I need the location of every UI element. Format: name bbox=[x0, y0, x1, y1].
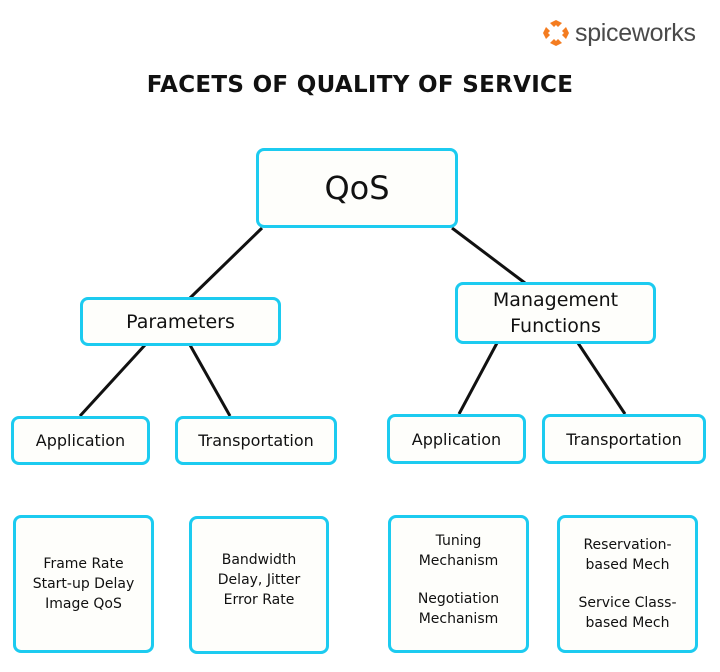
node-parameters-label: Parameters bbox=[126, 310, 235, 333]
brand-name: spiceworks bbox=[575, 18, 696, 47]
node-management-functions: Management Functions bbox=[455, 282, 656, 344]
node-parameters: Parameters bbox=[80, 297, 281, 346]
node-management-application-label: Application bbox=[411, 429, 502, 449]
spiceworks-logo-icon bbox=[543, 20, 569, 46]
connector-qos-management bbox=[451, 226, 526, 285]
detail-parameters-application: Frame Rate Start-up Delay Image QoS bbox=[13, 515, 154, 653]
detail-management-application: Tuning Mechanism Negotiation Mechanism bbox=[388, 515, 529, 653]
detail-management-transportation: Reservation- based Mech Service Class- b… bbox=[557, 515, 698, 653]
node-management-line-2: Functions bbox=[510, 315, 601, 337]
node-parameters-application: Application bbox=[11, 416, 150, 465]
detail-item: Negotiation bbox=[417, 591, 500, 607]
detail-item: Delay, Jitter bbox=[217, 572, 301, 588]
node-management-transportation: Transportation bbox=[542, 414, 706, 464]
node-parameters-application-label: Application bbox=[35, 431, 126, 450]
detail-item: Reservation- bbox=[583, 537, 672, 553]
detail-item: based Mech bbox=[585, 557, 670, 573]
node-parameters-transportation: Transportation bbox=[175, 416, 337, 465]
node-management-application: Application bbox=[387, 414, 526, 464]
connector-qos-parameters bbox=[188, 226, 264, 300]
detail-item: Error Rate bbox=[223, 592, 295, 608]
spiceworks-logo: spiceworks bbox=[541, 14, 696, 52]
node-management-line-1: Management bbox=[492, 289, 619, 311]
detail-item: Mechanism bbox=[418, 611, 499, 627]
node-management-transportation-label: Transportation bbox=[566, 429, 682, 449]
detail-item: Service Class- bbox=[578, 595, 677, 611]
connector-management-transportation bbox=[576, 342, 627, 415]
connector-parameters-transportation bbox=[188, 344, 232, 417]
detail-parameters-transportation: Bandwidth Delay, Jitter Error Rate bbox=[189, 516, 329, 654]
detail-item: Frame Rate bbox=[43, 556, 124, 572]
detail-item: Tuning bbox=[435, 533, 482, 549]
detail-item: Bandwidth bbox=[221, 552, 297, 568]
detail-item: Mechanism bbox=[418, 553, 499, 569]
diagram-title: FACETS OF QUALITY OF SERVICE bbox=[146, 72, 574, 98]
connector-management-application bbox=[457, 342, 499, 415]
node-qos: QoS bbox=[256, 148, 458, 228]
detail-item: Image QoS bbox=[45, 596, 122, 612]
connector-parameters-application bbox=[78, 343, 147, 418]
node-parameters-transportation-label: Transportation bbox=[198, 431, 314, 450]
detail-item: based Mech bbox=[585, 615, 670, 631]
detail-item: Start-up Delay bbox=[32, 576, 135, 592]
node-qos-label: QoS bbox=[324, 169, 390, 207]
